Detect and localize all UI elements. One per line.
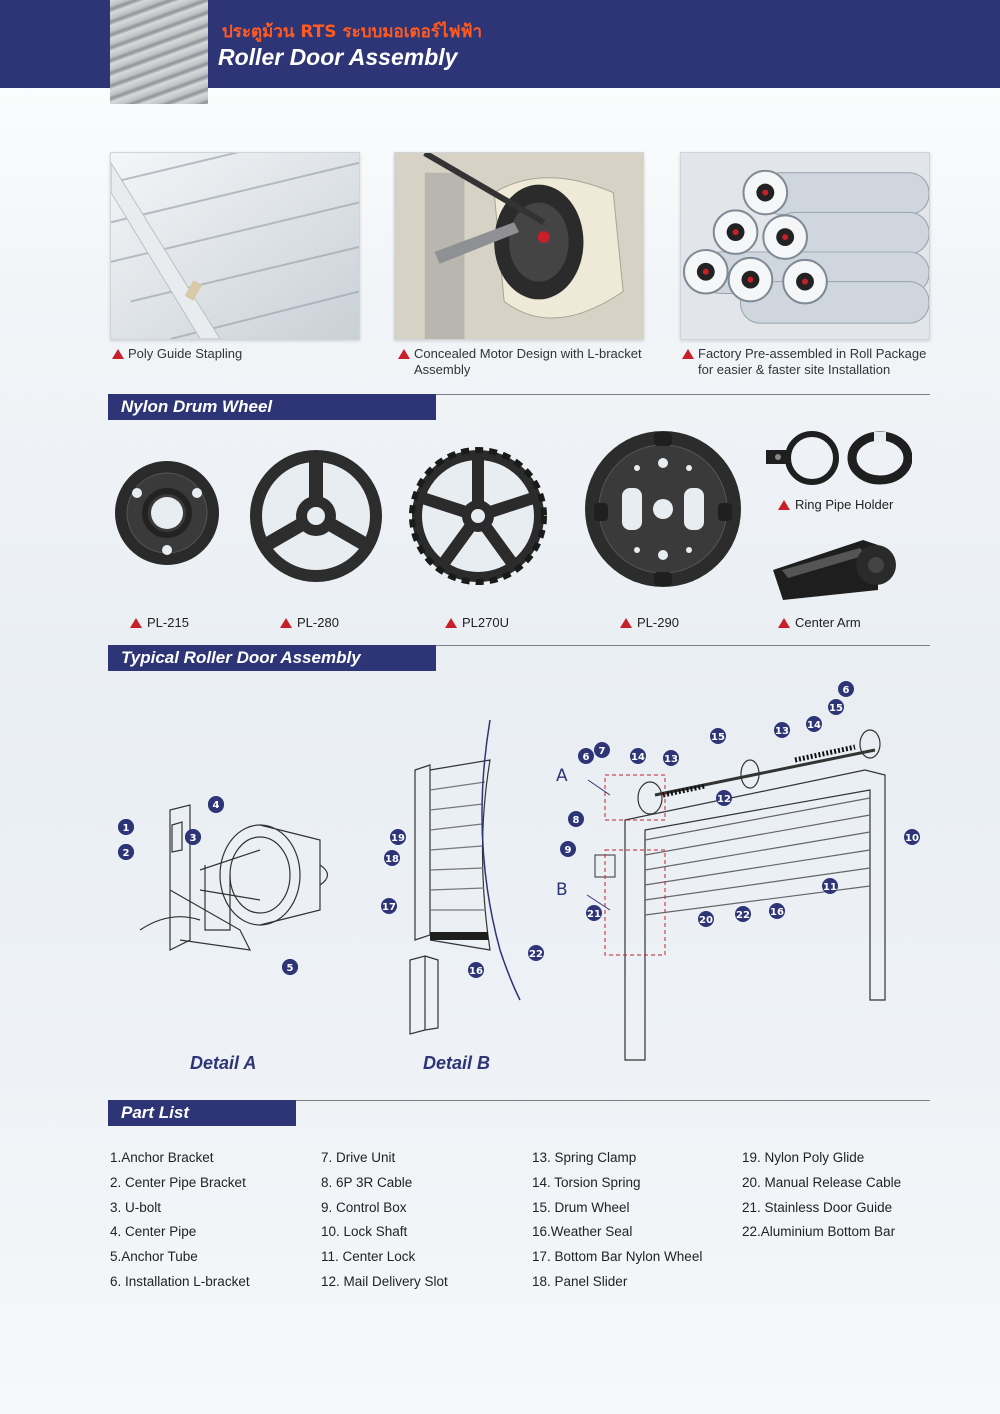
center-arm (768, 530, 898, 605)
part-item: 12. Mail Delivery Slot (321, 1273, 448, 1289)
part-item: 8. 6P 3R Cable (321, 1174, 413, 1190)
part-list-col-2: 7. Drive Unit 8. 6P 3R Cable 9. Control … (321, 1146, 448, 1295)
part-item: 17. Bottom Bar Nylon Wheel (532, 1249, 703, 1265)
marker-a: A (556, 766, 568, 786)
part-item: 7. Drive Unit (321, 1150, 396, 1165)
photo-concealed-motor (394, 152, 644, 340)
part-item: 15. Drum Wheel (532, 1199, 630, 1215)
label-pl270u: PL270U (445, 615, 509, 630)
label-center-arm: Center Arm (778, 615, 861, 630)
part-item: 13. Spring Clamp (532, 1150, 637, 1165)
main-assembly-drawing (586, 729, 886, 1061)
triangle-marker-icon (778, 500, 790, 510)
header-thai-title: ประตูม้วน RTS ระบบมอเตอร์ไฟฟ้า (222, 22, 483, 42)
triangle-marker-icon (682, 349, 694, 359)
part-item: 16.Weather Seal (532, 1224, 633, 1240)
part-item: 14. Torsion Spring (532, 1174, 641, 1190)
part-item: 19. Nylon Poly Glide (742, 1150, 865, 1165)
section-divider (436, 645, 930, 646)
triangle-marker-icon (620, 618, 632, 628)
section-part-list: Part List (108, 1100, 296, 1126)
part-item: 18. Panel Slider (532, 1273, 628, 1289)
label-pl-215: PL-215 (130, 615, 189, 630)
marker-b: B (556, 880, 568, 900)
part-item: 22.Aluminium Bottom Bar (742, 1224, 896, 1240)
part-item: 2. Center Pipe Bracket (110, 1174, 246, 1190)
photo-poly-guide (110, 152, 360, 340)
part-item: 3. U-bolt (110, 1199, 162, 1215)
triangle-marker-icon (778, 618, 790, 628)
caption-roll-package: Factory Pre-assembled in Roll Package fo… (682, 346, 926, 378)
wheel-pl-215 (112, 458, 222, 568)
photo-roll-package (680, 152, 930, 340)
label-pl-280: PL-280 (280, 615, 339, 630)
part-item: 11. Center Lock (321, 1249, 416, 1265)
page-title: Roller Door Assembly (218, 44, 458, 70)
detail-a-label: Detail A (190, 1053, 257, 1073)
detail-b-label: Detail B (423, 1053, 491, 1073)
part-item: 4. Center Pipe (110, 1224, 197, 1240)
section-divider (436, 394, 930, 395)
part-item: 6. Installation L-bracket (110, 1273, 250, 1289)
part-item: 20. Manual Release Cable (742, 1174, 902, 1190)
part-item: 10. Lock Shaft (321, 1224, 408, 1240)
label-ring-pipe-holder: Ring Pipe Holder (778, 497, 893, 512)
section-typical-assembly: Typical Roller Door Assembly (108, 645, 436, 671)
wheel-pl-290 (582, 428, 744, 590)
wheel-pl270u (408, 446, 548, 586)
part-list-col-3: 13. Spring Clamp 14. Torsion Spring 15. … (532, 1146, 702, 1295)
section-nylon-drum-wheel: Nylon Drum Wheel (108, 394, 436, 420)
part-item: 5.Anchor Tube (110, 1249, 198, 1265)
triangle-marker-icon (280, 618, 292, 628)
label-pl-290: PL-290 (620, 615, 679, 630)
section-divider (296, 1100, 930, 1101)
part-item: 21. Stainless Door Guide (742, 1199, 893, 1215)
shutter-thumbnail (110, 0, 208, 104)
part-list-col-4: 19. Nylon Poly Glide 20. Manual Release … (742, 1146, 901, 1245)
part-item: 9. Control Box (321, 1199, 407, 1215)
triangle-marker-icon (112, 349, 124, 359)
triangle-marker-icon (445, 618, 457, 628)
detail-b-drawing (409, 720, 521, 1035)
wheel-pl-280 (246, 446, 386, 586)
detail-a-drawing (118, 797, 329, 975)
ring-pipe-holder (762, 428, 912, 488)
part-list-col-1: 1.Anchor Bracket 2. Center Pipe Bracket … (110, 1146, 250, 1295)
triangle-marker-icon (398, 349, 410, 359)
triangle-marker-icon (130, 618, 142, 628)
part-item: 1.Anchor Bracket (110, 1150, 214, 1165)
caption-poly-guide: Poly Guide Stapling (112, 346, 242, 362)
caption-concealed-motor: Concealed Motor Design with L-bracket As… (398, 346, 642, 378)
